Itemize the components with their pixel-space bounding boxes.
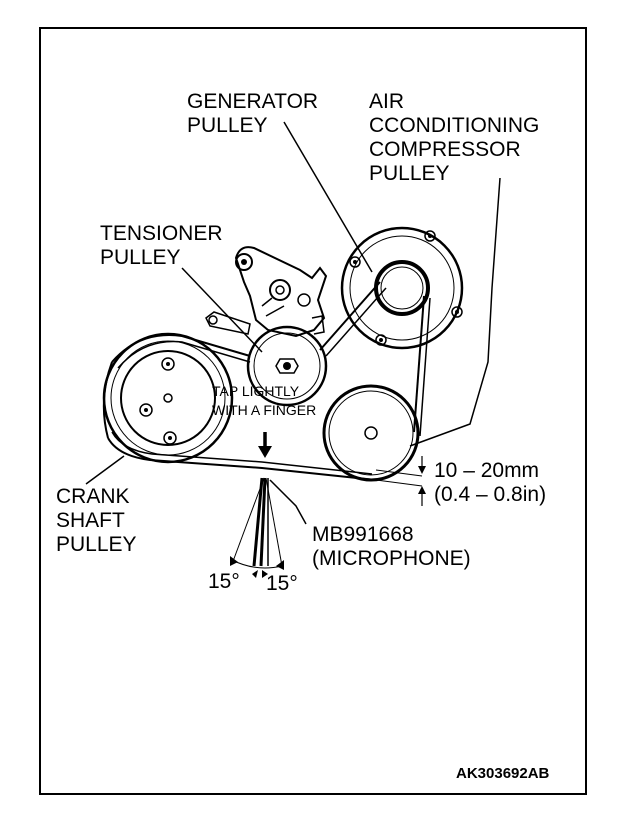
- ac-label-line3: COMPRESSOR: [369, 138, 521, 161]
- ac-label-line2: CCONDITIONING: [369, 114, 539, 137]
- crank-label-line2: SHAFT: [56, 509, 125, 532]
- tap-label-line2: WITH A FINGER: [212, 402, 316, 418]
- tensioner-pulley: [246, 325, 328, 407]
- deflection-dimension: [375, 456, 426, 506]
- generator-pulley: [322, 384, 420, 482]
- crank-label-line3: PULLEY: [56, 533, 137, 556]
- tool-label-line2: (MICROPHONE): [312, 547, 471, 570]
- leader-lines: [85, 121, 501, 525]
- ac-label-line4: PULLEY: [369, 162, 450, 185]
- drive-belt: [102, 281, 431, 481]
- angle-right-label: 15°: [266, 572, 298, 595]
- tap-arrow: [258, 432, 272, 458]
- tap-label-line1: TAP LIGHTLY: [212, 383, 300, 399]
- figure-frame: [39, 27, 587, 795]
- microphone-tool: [230, 477, 284, 578]
- generator-label-line1: GENERATOR: [187, 90, 318, 113]
- deflection-in-label: (0.4 – 0.8in): [434, 483, 546, 506]
- ac-compressor: [340, 226, 464, 350]
- crank-label-line1: CRANK: [56, 485, 130, 508]
- angle-left-label: 15°: [208, 570, 240, 593]
- tensioner-bracket: [205, 246, 328, 338]
- figure-code-label: AK303692AB: [456, 765, 550, 782]
- deflection-mm-label: 10 – 20mm: [434, 459, 539, 482]
- generator-label-line2: PULLEY: [187, 114, 268, 137]
- tensioner-label-line1: TENSIONER: [100, 222, 223, 245]
- ac-label-line1: AIR: [369, 90, 404, 113]
- tensioner-label-line2: PULLEY: [100, 246, 181, 269]
- tool-label-line1: MB991668: [312, 523, 414, 546]
